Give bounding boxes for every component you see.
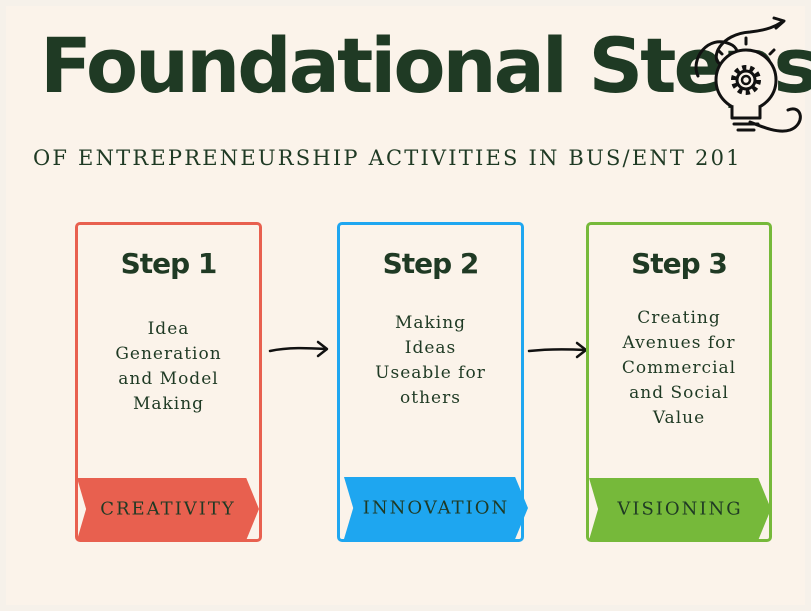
lightbulb-gear-icon [694, 16, 802, 133]
creativity-label: CREATIVITY [100, 498, 236, 520]
step-3-description: Creating Avenues for Commercial and Soci… [621, 308, 737, 428]
step-2-description: Making Ideas Useable for others [375, 313, 486, 408]
visioning-label: VISIONING [617, 498, 743, 520]
creativity-banner: CREATIVITY [77, 478, 259, 540]
step-3-title: Step 3 [631, 247, 728, 280]
step-1-description: Idea Generation and Model Making [115, 319, 222, 414]
page-title: Foundational Steps [40, 21, 811, 110]
arrow-right-icon [268, 340, 329, 358]
step-1-title: Step 1 [120, 247, 218, 280]
arrow-right-icon [527, 341, 588, 359]
page-subtitle: OF ENTREPRENEURSHIP ACTIVITIES IN BUS/EN… [33, 146, 742, 170]
innovation-label: INNOVATION [362, 497, 510, 519]
visioning-banner: VISIONING [589, 478, 771, 540]
innovation-banner: INNOVATION [344, 477, 528, 539]
step-2-title: Step 2 [382, 247, 480, 280]
